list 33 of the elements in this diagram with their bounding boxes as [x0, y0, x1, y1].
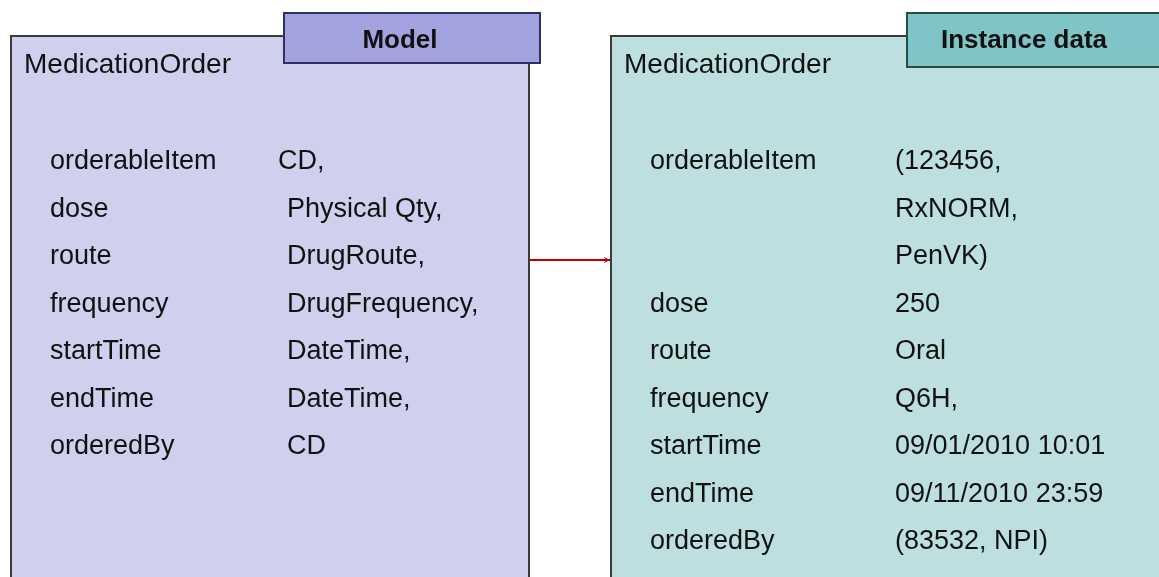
- attribute-name: orderableItem: [650, 144, 818, 177]
- attribute-value: DrugRoute,: [287, 239, 426, 272]
- attribute-value: CD,: [277, 144, 326, 177]
- attribute-name: frequency: [650, 381, 770, 415]
- class-name: MedicationOrder: [624, 47, 831, 81]
- attribute-name: orderableItem: [50, 144, 218, 177]
- attribute-name: dose: [50, 191, 110, 225]
- tab-label: Model: [283, 12, 541, 64]
- attribute-value: (123456, RxNORM, PenVK): [895, 144, 1019, 272]
- attribute-value: Q6H,: [895, 381, 959, 415]
- attribute-value: Oral: [895, 334, 946, 367]
- attribute-name: startTime: [650, 429, 763, 462]
- attribute-value: 09/01/2010 10:01: [895, 429, 1106, 462]
- attribute-name: dose: [650, 286, 710, 320]
- class-name: MedicationOrder: [24, 47, 231, 81]
- attribute-value: Physical Qty,: [287, 191, 443, 225]
- attribute-name: frequency: [50, 286, 170, 320]
- attribute-name: endTime: [650, 476, 756, 510]
- attribute-name: endTime: [50, 381, 156, 415]
- attribute-name: route: [650, 334, 713, 367]
- attribute-value: 09/11/2010 23:59: [895, 476, 1104, 510]
- attribute-value: 250: [895, 286, 941, 320]
- attribute-name: route: [50, 239, 113, 272]
- attribute-name: orderedBy: [650, 524, 776, 557]
- attribute-value: (83532, NPI): [895, 524, 1049, 557]
- tab-label: Instance data: [906, 12, 1159, 68]
- attribute-name: orderedBy: [50, 429, 176, 462]
- attribute-value: DateTime,: [287, 334, 411, 367]
- attribute-value: DrugFrequency,: [287, 286, 479, 320]
- attribute-value: DateTime,: [287, 381, 411, 415]
- attribute-name: startTime: [50, 334, 163, 367]
- arrow: [529, 257, 611, 263]
- attribute-value: CD: [287, 429, 326, 462]
